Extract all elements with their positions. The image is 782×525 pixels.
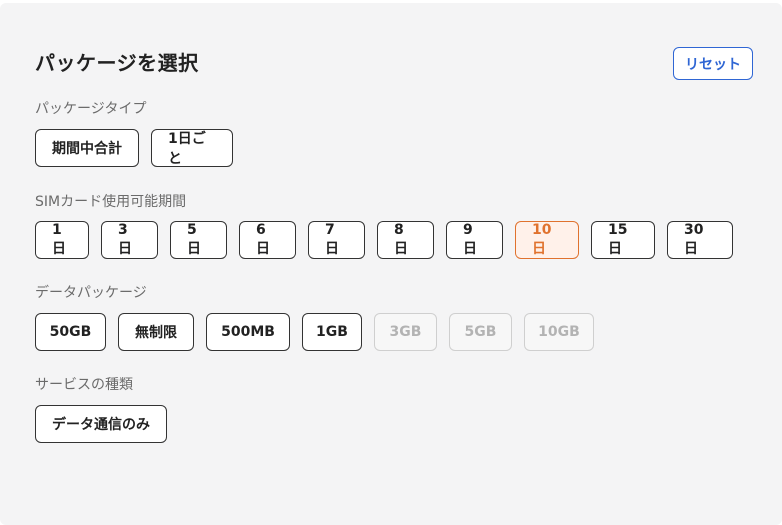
option-3-days[interactable]: 3日 bbox=[101, 221, 158, 259]
option-10gb: 10GB bbox=[524, 313, 594, 351]
service-type-options: データ通信のみ bbox=[35, 405, 167, 443]
option-10-days[interactable]: 10日 bbox=[515, 221, 579, 259]
option-500mb[interactable]: 500MB bbox=[206, 313, 290, 351]
option-per-day[interactable]: 1日ごと bbox=[151, 129, 233, 167]
option-50gb[interactable]: 50GB bbox=[35, 313, 106, 351]
data-package-options: 50GB 無制限 500MB 1GB 3GB 5GB 10GB bbox=[35, 313, 594, 351]
option-3gb: 3GB bbox=[374, 313, 437, 351]
option-1gb[interactable]: 1GB bbox=[302, 313, 362, 351]
data-package-label: データパッケージ bbox=[35, 285, 147, 301]
option-6-days[interactable]: 6日 bbox=[239, 221, 296, 259]
option-30-days[interactable]: 30日 bbox=[667, 221, 733, 259]
option-8-days[interactable]: 8日 bbox=[377, 221, 434, 259]
option-unlimited[interactable]: 無制限 bbox=[118, 313, 194, 351]
option-total-period[interactable]: 期間中合計 bbox=[35, 129, 139, 167]
sim-period-options: 1日 3日 5日 6日 7日 8日 9日 10日 15日 30日 bbox=[35, 221, 733, 259]
option-1-day[interactable]: 1日 bbox=[35, 221, 89, 259]
sim-period-label: SIMカード使用可能期間 bbox=[35, 194, 187, 210]
option-9-days[interactable]: 9日 bbox=[446, 221, 503, 259]
option-7-days[interactable]: 7日 bbox=[308, 221, 365, 259]
package-type-options: 期間中合計 1日ごと bbox=[35, 129, 233, 167]
page-title: パッケージを選択 bbox=[35, 51, 199, 75]
option-5gb: 5GB bbox=[449, 313, 512, 351]
service-type-label: サービスの種類 bbox=[35, 377, 133, 393]
option-15-days[interactable]: 15日 bbox=[591, 221, 655, 259]
option-5-days[interactable]: 5日 bbox=[170, 221, 227, 259]
reset-button[interactable]: リセット bbox=[673, 47, 753, 80]
package-type-label: パッケージタイプ bbox=[35, 101, 147, 117]
option-data-only[interactable]: データ通信のみ bbox=[35, 405, 167, 443]
package-selection-panel: パッケージを選択 リセット パッケージタイプ 期間中合計 1日ごと SIMカード… bbox=[0, 3, 782, 525]
